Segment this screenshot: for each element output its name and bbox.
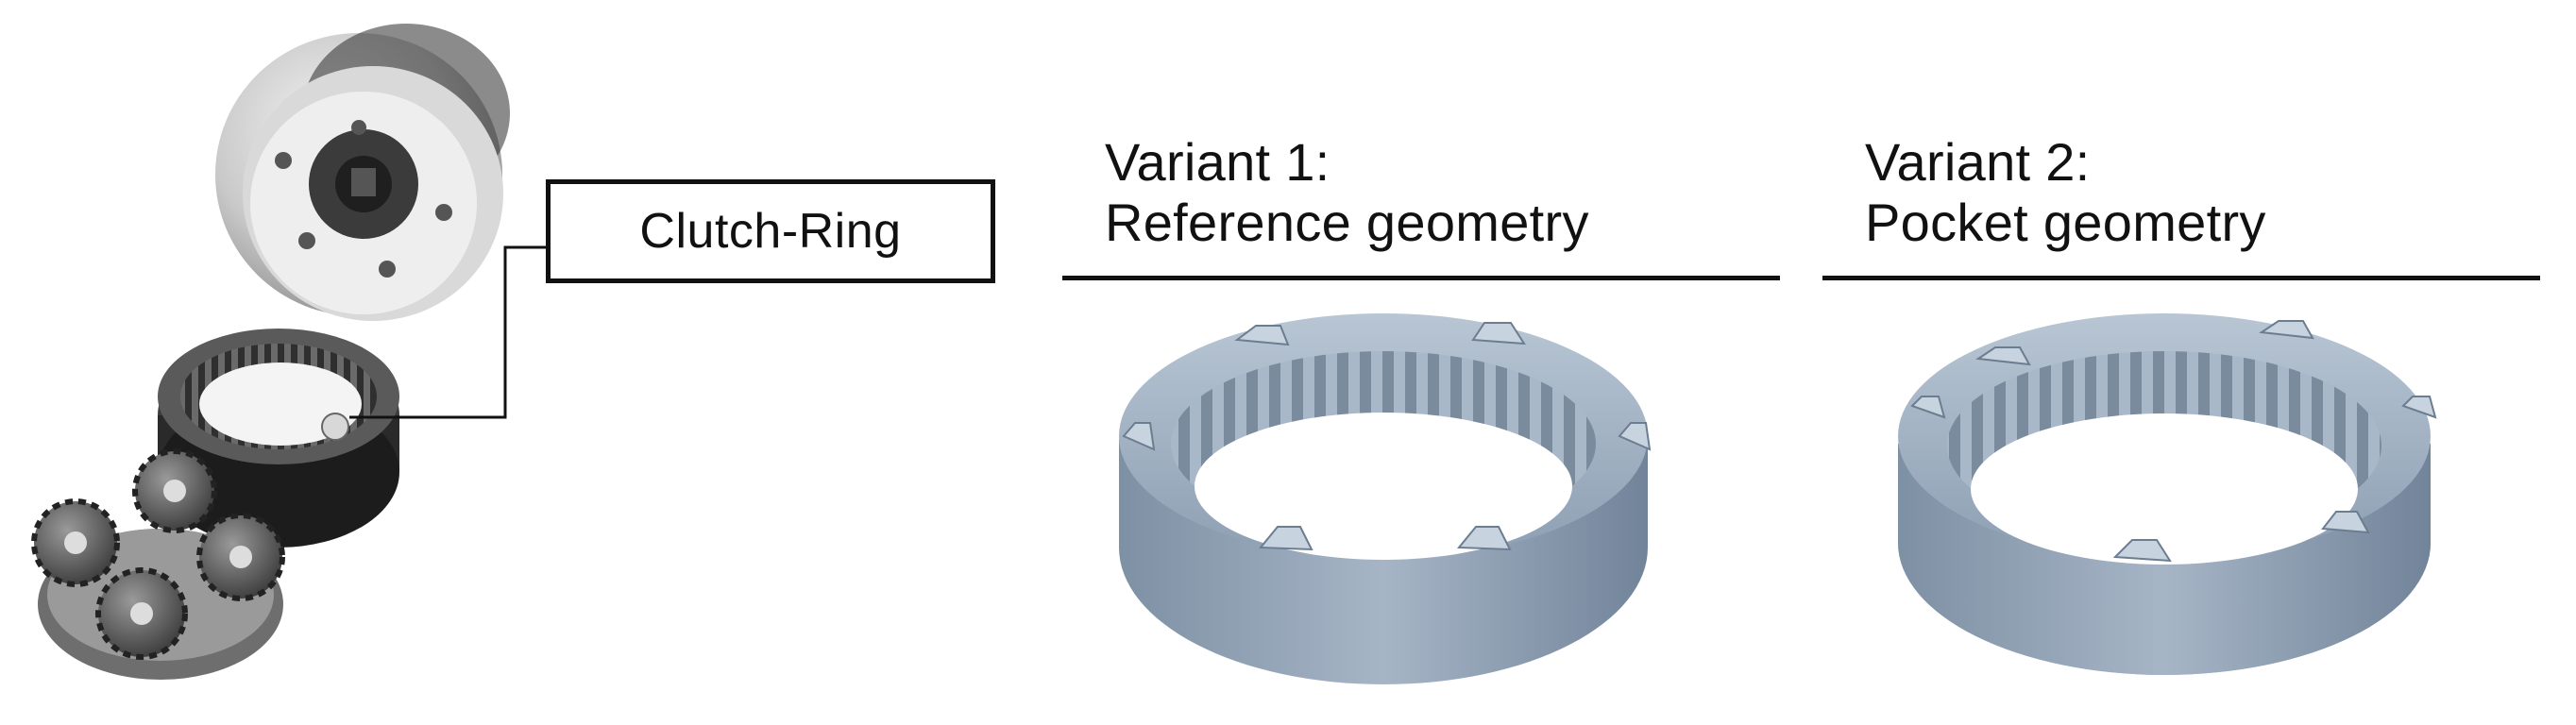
- variant1-divider: [1062, 276, 1780, 280]
- variant2-ring-render: [1898, 313, 2437, 675]
- variant1-subtitle: Reference geometry: [1105, 193, 1589, 253]
- variant2-divider: [1822, 276, 2540, 280]
- clutch-assembly-photo: [31, 24, 510, 680]
- clutch-ring-label: Clutch-Ring: [639, 204, 902, 259]
- clutch-ring-label-box: Clutch-Ring: [546, 179, 995, 283]
- gear-bottom: [95, 567, 188, 660]
- variant2-heading: Variant 2: Pocket geometry: [1865, 132, 2266, 254]
- housing-photo: [215, 24, 510, 321]
- variant2-title: Variant 2:: [1865, 132, 2091, 192]
- callout-leader-line: [349, 245, 548, 419]
- gear-top: [132, 448, 217, 533]
- variant1-heading: Variant 1: Reference geometry: [1105, 132, 1589, 254]
- planet-gears-photo: [31, 448, 285, 680]
- gear-right: [196, 513, 285, 601]
- variant1-ring-render: [1119, 313, 1652, 684]
- variant2-subtitle: Pocket geometry: [1865, 193, 2266, 253]
- variant1-title: Variant 1:: [1105, 132, 1330, 192]
- gear-left: [31, 498, 120, 587]
